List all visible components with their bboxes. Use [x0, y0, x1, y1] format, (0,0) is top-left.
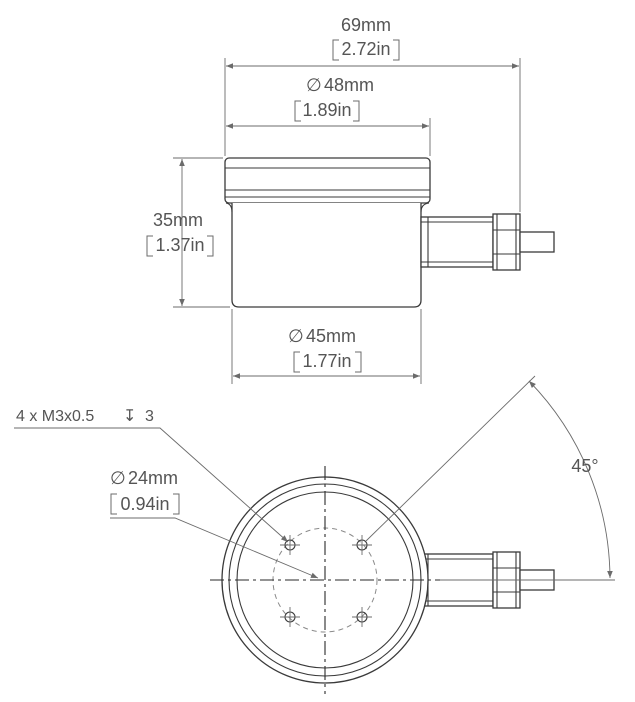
- connector-sleeve: [420, 216, 494, 268]
- threaded-hole: [352, 607, 372, 627]
- angle-arc: [528, 380, 613, 579]
- angle-extension-line: [365, 375, 536, 542]
- label-bolt-circle-in: 0.94in: [120, 494, 169, 514]
- leader-thread-callout: [14, 427, 289, 543]
- connector-pin: [519, 231, 555, 253]
- threaded-hole: [280, 535, 300, 555]
- bracket: [293, 351, 362, 373]
- label-top-diameter-mm: 48mm: [324, 75, 374, 95]
- label-height-mm: 35mm: [153, 210, 203, 230]
- side-view: [173, 58, 555, 384]
- leader-bolt-circle: [110, 517, 319, 579]
- sensor-cap: [224, 157, 431, 204]
- bracket: [110, 493, 180, 515]
- side-view-labels: 69mm 2.72in ∅ 48mm 1.89in 35mm 1.37in ∅ …: [146, 15, 400, 373]
- bracket: [332, 39, 400, 61]
- label-height-in: 1.37in: [155, 235, 204, 255]
- bracket: [146, 235, 214, 257]
- top-view: [14, 375, 615, 694]
- label-thread-spec: 4 x M3x0.5: [16, 408, 94, 425]
- label-base-diameter-mm: 45mm: [306, 326, 356, 346]
- top-view-labels: 4 x M3x0.5 ↧ 3 ∅ 24mm 0.94in 45°: [16, 408, 599, 515]
- body-fillet-right: [420, 202, 430, 213]
- label-top-diameter-in: 1.89in: [302, 100, 351, 120]
- label-overall-width-in: 2.72in: [341, 39, 390, 59]
- label-base-diameter-in: 1.77in: [302, 351, 351, 371]
- diameter-symbol: ∅: [288, 326, 304, 346]
- sensor-body: [231, 203, 422, 308]
- label-thread-depth: 3: [145, 408, 154, 425]
- label-angle: 45°: [571, 456, 598, 476]
- threaded-hole: [280, 607, 300, 627]
- diameter-symbol: ∅: [110, 468, 126, 488]
- threaded-hole: [352, 535, 372, 555]
- label-overall-width-mm: 69mm: [341, 15, 391, 35]
- diameter-symbol: ∅: [306, 75, 322, 95]
- bracket: [294, 100, 360, 122]
- depth-symbol: ↧: [123, 408, 136, 425]
- body-fillet-left: [225, 202, 233, 213]
- label-bolt-circle-mm: 24mm: [128, 468, 178, 488]
